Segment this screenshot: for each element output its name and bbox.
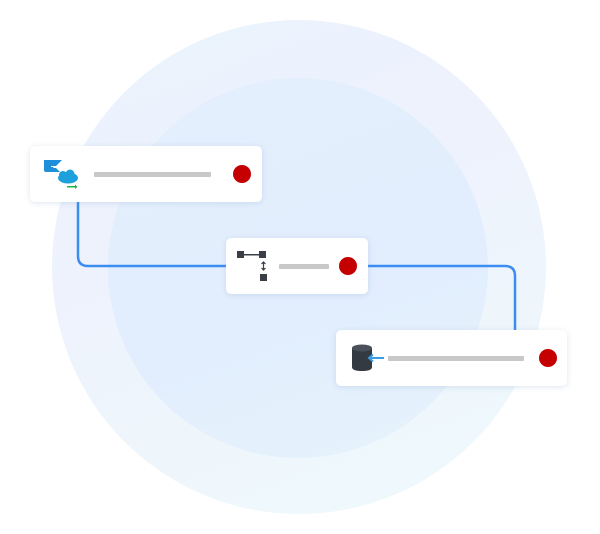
node-label-placeholder bbox=[279, 264, 329, 269]
node-card-source[interactable] bbox=[30, 146, 262, 202]
connector-transform-to-target bbox=[366, 264, 517, 332]
connector-source-to-transform bbox=[76, 200, 228, 268]
node-label-placeholder bbox=[94, 172, 211, 177]
node-card-transform[interactable] bbox=[226, 238, 368, 294]
status-error-dot bbox=[233, 165, 251, 183]
salesforce-connector-icon bbox=[44, 160, 78, 189]
transform-mapping-icon bbox=[237, 251, 267, 281]
database-target-icon bbox=[352, 344, 384, 371]
status-error-dot bbox=[539, 349, 557, 367]
node-card-target[interactable] bbox=[336, 330, 567, 386]
status-error-dot bbox=[339, 257, 357, 275]
node-label-placeholder bbox=[388, 356, 524, 361]
